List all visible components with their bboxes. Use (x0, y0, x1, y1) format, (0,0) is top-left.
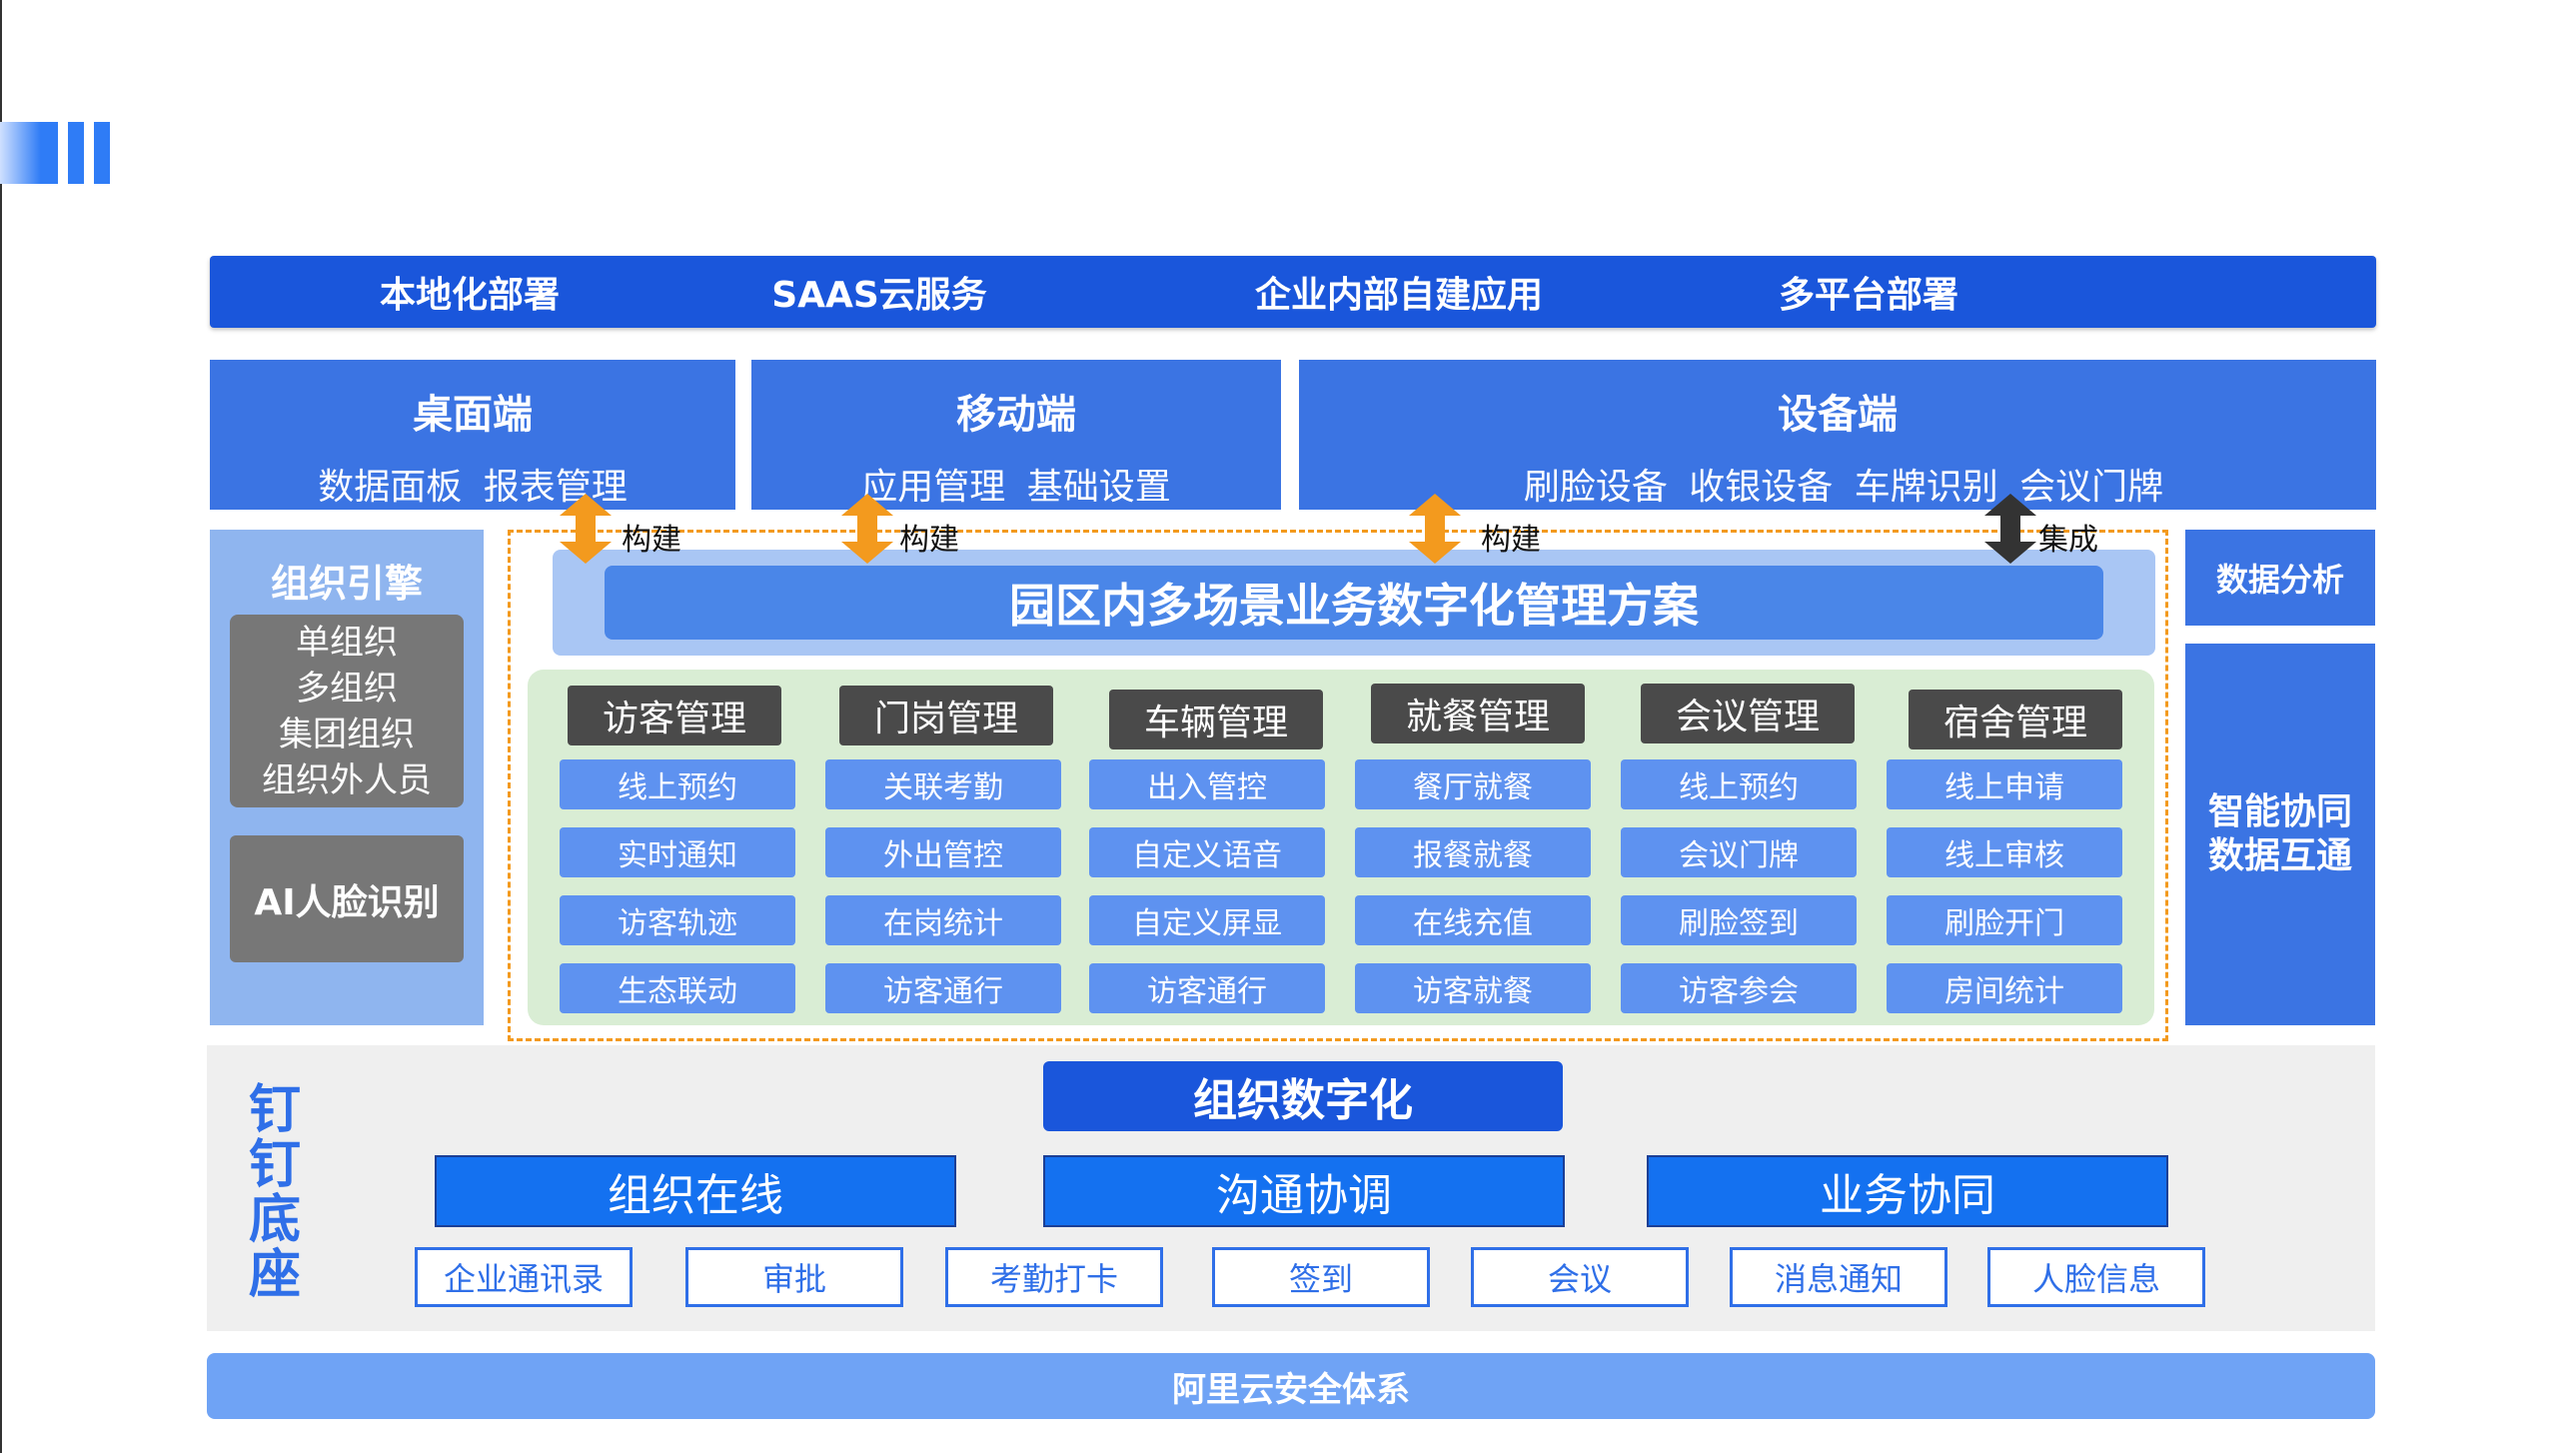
security-system-bar: 阿里云安全体系 (207, 1353, 2375, 1419)
dingtalk-base-label: 钉 钉 底 座 (240, 1073, 310, 1313)
module-header: 就餐管理 (1371, 684, 1585, 743)
module-item: 在岗统计 (825, 895, 1061, 945)
module-item: 线上预约 (1621, 759, 1857, 809)
terminal-mobile: 移动端 应用管理 基础设置 (751, 360, 1281, 510)
double-arrow-dark-icon (1984, 494, 2036, 564)
dingtalk-label-char: 座 (248, 1245, 301, 1305)
org-engine-title: 组织引擎 (270, 562, 423, 606)
decorative-bars-icon (0, 118, 120, 188)
module-item: 关联考勤 (825, 759, 1061, 809)
dingtalk-label-char: 钉 (248, 1135, 301, 1195)
double-arrow-icon (560, 494, 612, 564)
org-type-item: 集团组织 (279, 714, 415, 754)
module-item: 外出管控 (825, 827, 1061, 877)
module-item: 房间统计 (1887, 963, 2122, 1013)
double-arrow-icon (841, 494, 893, 564)
arrow-label-integrate: 集成 (2038, 523, 2098, 558)
terminal-device-items: 刷脸设备 收银设备 车牌识别 会议门牌 (1523, 467, 2164, 508)
module-item: 线上审核 (1887, 827, 2122, 877)
deployment-bar: 本地化部署 SAAS云服务 企业内部自建应用 多平台部署 (210, 256, 2376, 328)
solution-title: 园区内多场景业务数字化管理方案 (605, 566, 2103, 640)
deployment-multi-platform: 多平台部署 (1778, 275, 1958, 316)
module-item: 刷脸签到 (1621, 895, 1857, 945)
module-item: 自定义屏显 (1089, 895, 1325, 945)
module-item: 刷脸开门 (1887, 895, 2122, 945)
module-item: 自定义语音 (1089, 827, 1325, 877)
base-item-face-info: 人脸信息 (1987, 1247, 2205, 1307)
deployment-saas: SAAS云服务 (771, 275, 987, 316)
deployment-internal: 企业内部自建应用 (1254, 275, 1543, 316)
org-type-item: 多组织 (296, 668, 398, 709)
arrow-label-build: 构建 (1481, 523, 1541, 558)
module-item: 访客轨迹 (560, 895, 795, 945)
smart-collab-line: 智能协同 (2207, 791, 2352, 832)
module-item: 餐厅就餐 (1355, 759, 1591, 809)
module-header: 宿舍管理 (1909, 690, 2122, 749)
module-header: 车辆管理 (1109, 690, 1323, 749)
base-item-notification: 消息通知 (1730, 1247, 1947, 1307)
pillar-business-collab: 业务协同 (1647, 1155, 2168, 1227)
module-item: 实时通知 (560, 827, 795, 877)
module-item: 访客通行 (1089, 963, 1325, 1013)
smart-collab-label: 智能协同 数据互通 (2185, 644, 2375, 1025)
terminal-mobile-title: 移动端 (956, 392, 1076, 438)
smart-collab-line: 数据互通 (2207, 835, 2352, 876)
module-item: 访客就餐 (1355, 963, 1591, 1013)
module-item: 访客参会 (1621, 963, 1857, 1013)
dingtalk-label-char: 钉 (248, 1080, 301, 1140)
org-type-list: 单组织 多组织 集团组织 组织外人员 (230, 615, 464, 807)
module-item: 出入管控 (1089, 759, 1325, 809)
module-item: 访客通行 (825, 963, 1061, 1013)
base-item-attendance: 考勤打卡 (945, 1247, 1163, 1307)
terminal-mobile-items: 应用管理 基础设置 (861, 467, 1171, 508)
terminal-device-title: 设备端 (1778, 392, 1898, 438)
pillar-org-online: 组织在线 (435, 1155, 956, 1227)
ai-face-recognition: AI人脸识别 (230, 835, 464, 962)
deployment-local: 本地化部署 (379, 275, 560, 316)
module-header: 访客管理 (568, 686, 781, 745)
double-arrow-icon (1409, 494, 1461, 564)
module-header: 门岗管理 (839, 686, 1053, 745)
org-type-item: 单组织 (296, 622, 398, 663)
module-item: 会议门牌 (1621, 827, 1857, 877)
terminal-desktop: 桌面端 数据面板 报表管理 (210, 360, 735, 510)
module-item: 线上申请 (1887, 759, 2122, 809)
module-item: 报餐就餐 (1355, 827, 1591, 877)
module-item: 线上预约 (560, 759, 795, 809)
terminal-device: 设备端 刷脸设备 收银设备 车牌识别 会议门牌 (1299, 360, 2376, 510)
base-item-contacts: 企业通讯录 (415, 1247, 633, 1307)
base-item-approval: 审批 (685, 1247, 903, 1307)
module-header: 会议管理 (1641, 684, 1855, 743)
terminal-desktop-title: 桌面端 (413, 392, 533, 438)
base-item-signin: 签到 (1212, 1247, 1430, 1307)
left-edge-line (0, 0, 2, 1453)
module-item: 生态联动 (560, 963, 795, 1013)
org-digital-title: 组织数字化 (1043, 1061, 1563, 1131)
solution-dashed-frame (508, 530, 2168, 1041)
terminal-desktop-items: 数据面板 报表管理 (318, 467, 628, 508)
modules-panel (528, 670, 2154, 1025)
org-type-item: 组织外人员 (262, 759, 432, 800)
arrow-label-build: 构建 (622, 523, 681, 558)
module-item: 在线充值 (1355, 895, 1591, 945)
arrow-label-build: 构建 (899, 523, 959, 558)
dingtalk-label-char: 底 (248, 1190, 301, 1250)
pillar-communication: 沟通协调 (1043, 1155, 1565, 1227)
data-analysis-label: 数据分析 (2185, 530, 2375, 626)
base-item-meeting: 会议 (1471, 1247, 1689, 1307)
